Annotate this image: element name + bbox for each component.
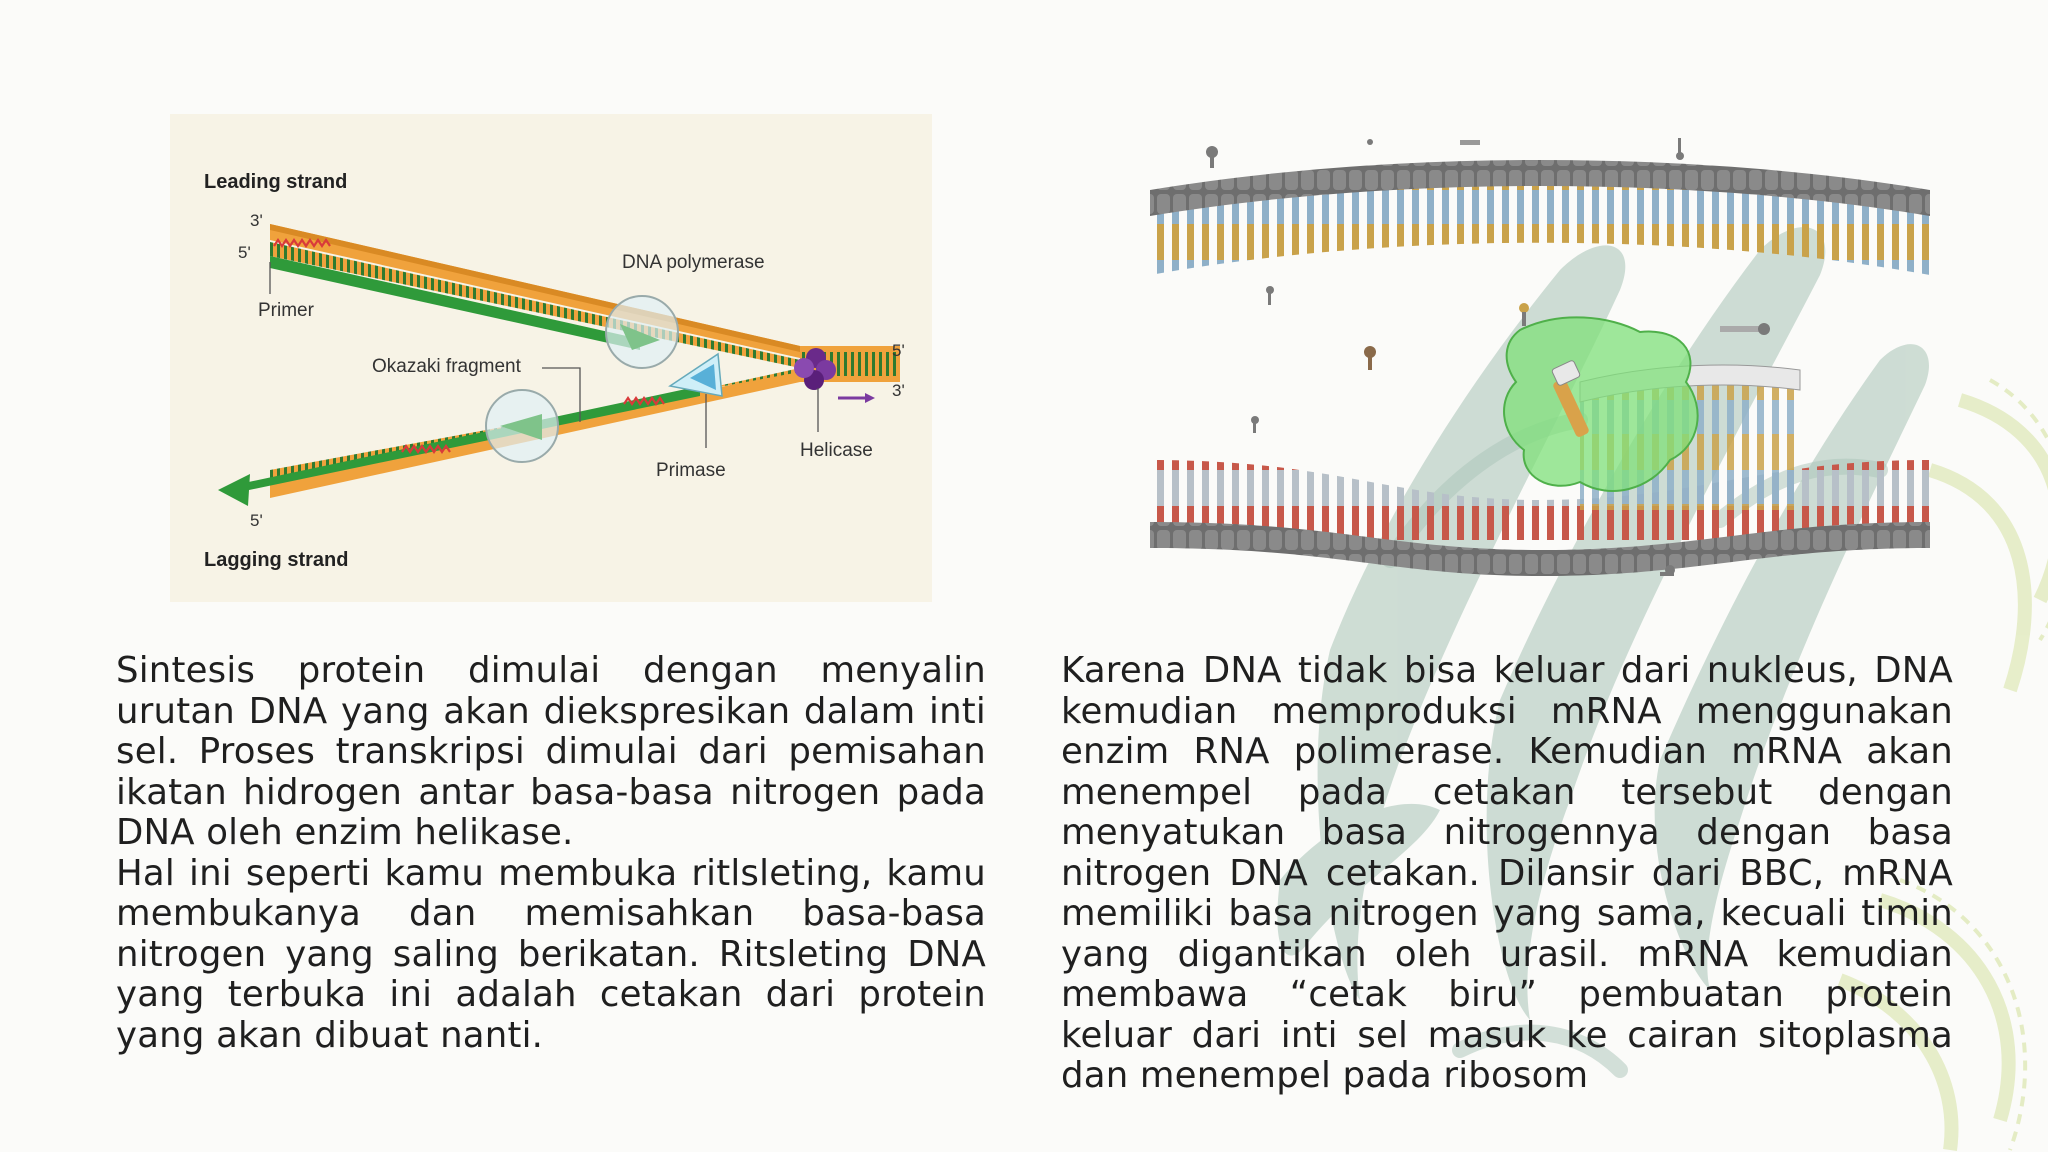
left-text-block: Sintesis protein dimulai dengan menyalin… (116, 650, 986, 1056)
primase-label: Primase (656, 460, 726, 481)
leading-strand-label: Leading strand (204, 171, 347, 193)
okazaki-fragment-label: Okazaki fragment (372, 356, 522, 377)
right-paragraph: Karena DNA tidak bisa keluar dari nukleu… (1061, 650, 1953, 1096)
dna-polymerase-top (605, 295, 679, 369)
top-dna-strand (1150, 160, 1930, 275)
lagging-strand-label: Lagging strand (204, 549, 348, 571)
free-nucleotides (1206, 138, 1770, 576)
primase-enzyme (668, 352, 723, 397)
leading-strand (270, 224, 800, 368)
left-paragraph-2: Hal ini seperti kamu membuka ritlsleting… (116, 852, 986, 1056)
parental-5prime-label: 5' (892, 341, 905, 360)
parental-3prime-label: 3' (892, 381, 905, 400)
leading-5prime-label: 5' (238, 243, 251, 262)
primer-label: Primer (258, 300, 315, 321)
rna-polymerase (1503, 316, 1699, 492)
helicase-enzyme (794, 348, 875, 403)
helicase-label: Helicase (800, 440, 873, 461)
left-paragraph-1: Sintesis protein dimulai dengan menyalin… (116, 650, 986, 853)
dna-polymerase-label: DNA polymerase (622, 252, 765, 273)
leading-3prime-label: 3' (250, 211, 263, 230)
dna-polymerase-bottom (485, 389, 559, 463)
lagging-5prime-label: 5' (250, 511, 263, 530)
transcription-illustration (1150, 138, 1930, 576)
dna-replication-diagram: Leading strand 3' 5' Primer DNA polymera… (170, 114, 932, 602)
